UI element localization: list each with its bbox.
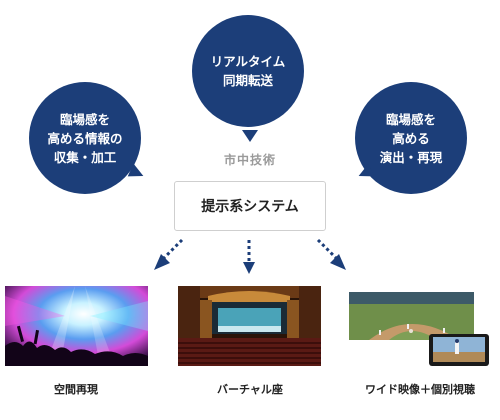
system-box: 提示系システム xyxy=(174,181,326,231)
system-box-label: 提示系システム xyxy=(201,199,299,215)
bubble-info-collection: 臨場感を 高める情報の 収集・加工 xyxy=(29,82,141,194)
bubble-info-collection-text: 臨場感を 高める情報の 収集・加工 xyxy=(47,111,123,165)
arrow-left-head xyxy=(154,254,170,270)
tech-label: 市中技術 xyxy=(223,153,276,167)
theater-image xyxy=(178,286,321,366)
caption-wide-video: ワイド映像＋個別視聴 xyxy=(365,383,475,396)
arrow-center-head xyxy=(243,262,255,274)
bubble-realtime-sync-text: リアルタイム 同期転送 xyxy=(210,54,286,88)
caption-virtual-seat: バーチャル座 xyxy=(217,383,283,396)
baseball-image xyxy=(349,292,489,366)
concert-image xyxy=(5,286,148,366)
bubble-presentation-text: 臨場感を 高める 演出・再現 xyxy=(379,111,443,165)
arrow-right-head xyxy=(330,254,346,270)
bubble-center-pointer xyxy=(242,130,258,142)
bubble-realtime-sync: リアルタイム 同期転送 xyxy=(192,15,304,127)
caption-spatial-reproduction: 空間再現 xyxy=(54,383,98,396)
bubble-presentation: 臨場感を 高める 演出・再現 xyxy=(355,82,467,194)
arrow-right-line xyxy=(316,238,338,260)
arrow-left-line xyxy=(162,238,184,260)
